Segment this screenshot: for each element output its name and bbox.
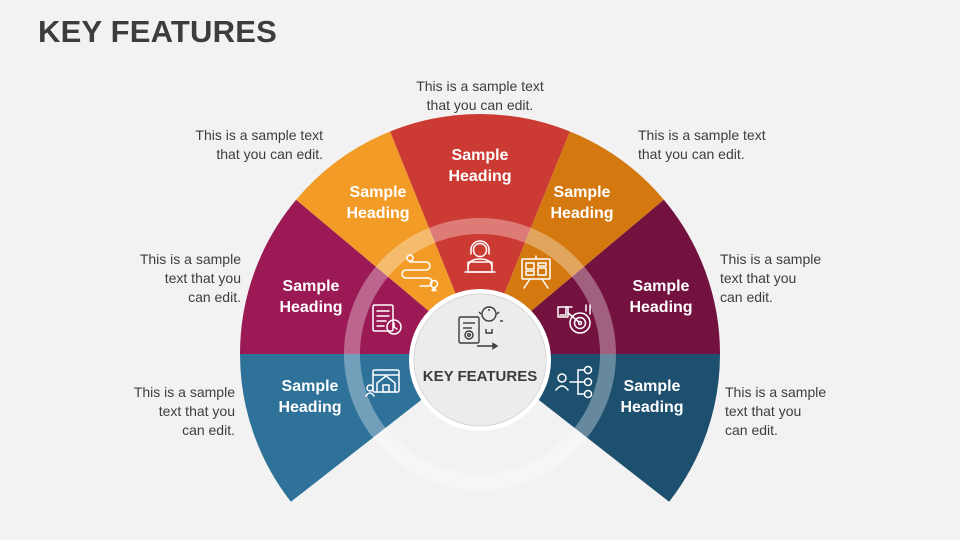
description-line: This is a sample text xyxy=(195,127,323,143)
segment-right-middle xyxy=(480,199,720,354)
description-line: that you can edit. xyxy=(426,97,534,113)
presentation-board-icon xyxy=(521,255,551,289)
description-line: can edit. xyxy=(182,422,235,438)
segment-heading-line: Sample xyxy=(633,278,690,295)
description-line: text that you xyxy=(720,270,797,286)
description-line: can edit. xyxy=(725,422,778,438)
description-right-middle: This is a sample text that you can edit. xyxy=(720,250,850,307)
segment-heading-line: Sample xyxy=(554,184,611,201)
description-line: can edit. xyxy=(720,289,773,305)
description-line: text that you xyxy=(725,403,802,419)
description-top: This is a sample text that you can edit. xyxy=(390,77,570,115)
description-line: This is a sample xyxy=(139,251,241,267)
segment-heading-line: Sample xyxy=(350,184,407,201)
segment-upper-left xyxy=(296,131,480,354)
segment-heading-line: Sample xyxy=(282,378,339,395)
description-line: This is a sample text xyxy=(638,127,766,143)
route-pins-icon xyxy=(401,254,439,292)
description-line: This is a sample xyxy=(725,384,827,400)
description-upper-right: This is a sample text that you can edit. xyxy=(638,126,818,164)
description-line: This is a sample xyxy=(133,384,235,400)
checklist-clock-icon xyxy=(372,304,402,335)
segment-upper-right xyxy=(480,131,664,354)
architecture-plan-icon xyxy=(365,369,400,397)
description-right-lower: This is a sample text that you can edit. xyxy=(725,383,855,440)
segment-heading-line: Heading xyxy=(629,299,692,316)
description-left-middle: This is a sample text that you can edit. xyxy=(110,250,241,307)
segment-heading-line: Heading xyxy=(550,205,613,222)
description-line: can edit. xyxy=(188,289,241,305)
description-line: text that you xyxy=(164,270,241,286)
segment-heading-line: Heading xyxy=(448,168,511,185)
description-upper-left: This is a sample text that you can edit. xyxy=(150,126,323,164)
center-circle xyxy=(413,293,547,427)
target-chart-icon xyxy=(557,304,591,334)
segment-heading-line: Heading xyxy=(279,299,342,316)
center-label: KEY FEATURES xyxy=(423,368,537,385)
inner-ring xyxy=(344,218,616,490)
description-line: This is a sample xyxy=(720,251,822,267)
segment-left-middle xyxy=(240,199,480,354)
person-laptop-icon xyxy=(464,240,496,273)
segment-heading-line: Sample xyxy=(624,378,681,395)
description-line: This is a sample text xyxy=(416,78,544,94)
design-planning-icon xyxy=(458,306,503,350)
segment-heading-line: Heading xyxy=(278,399,341,416)
segment-heading-line: Heading xyxy=(620,399,683,416)
description-line: that you can edit. xyxy=(638,146,745,162)
network-hierarchy-icon xyxy=(555,365,593,399)
description-line: that you can edit. xyxy=(216,146,323,162)
segment-top xyxy=(390,114,570,354)
page-title: KEY FEATURES xyxy=(38,14,277,49)
segment-heading-line: Heading xyxy=(346,205,409,222)
segment-heading-line: Sample xyxy=(452,147,509,164)
description-left-lower: This is a sample text that you can edit. xyxy=(110,383,235,440)
description-line: text that you xyxy=(158,403,235,419)
segment-heading-line: Sample xyxy=(283,278,340,295)
